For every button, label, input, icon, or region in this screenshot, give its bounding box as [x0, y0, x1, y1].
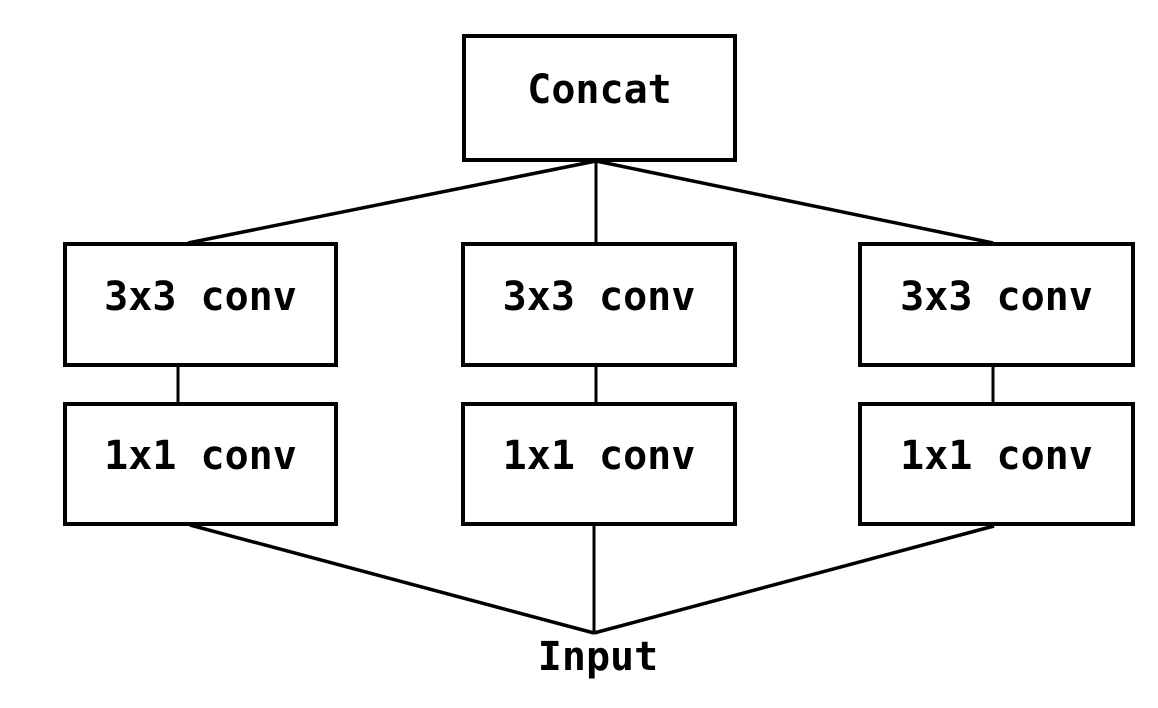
branch1-conv1x1-label: 1x1 conv: [104, 433, 297, 479]
branch3-conv1x1-label: 1x1 conv: [900, 433, 1093, 479]
branch1-conv1x1-node: 1x1 conv: [63, 402, 338, 526]
branch3-conv1x1-node: 1x1 conv: [858, 402, 1135, 526]
edge-branch3-input: [593, 524, 995, 635]
edge-concat-branch3: [595, 159, 994, 245]
concat-node: Concat: [462, 34, 737, 162]
edge-concat-branch1: [187, 159, 597, 245]
concat-node-label: Concat: [527, 67, 672, 113]
input-node-label: Input: [537, 634, 659, 680]
branch2-conv1x1-label: 1x1 conv: [502, 433, 696, 479]
branch2-conv1x1-node: 1x1 conv: [461, 402, 737, 526]
branch3-conv3x3-label: 3x3 conv: [900, 273, 1093, 320]
branch3-conv3x3-node: 3x3 conv: [858, 242, 1135, 367]
branch2-conv3x3-node: 3x3 conv: [461, 242, 737, 367]
branch1-conv3x3-label: 3x3 conv: [104, 273, 297, 320]
branch1-conv3x3-node: 3x3 conv: [63, 242, 338, 367]
branch2-conv3x3-label: 3x3 conv: [502, 273, 696, 320]
edge-branch1-input: [189, 523, 595, 635]
